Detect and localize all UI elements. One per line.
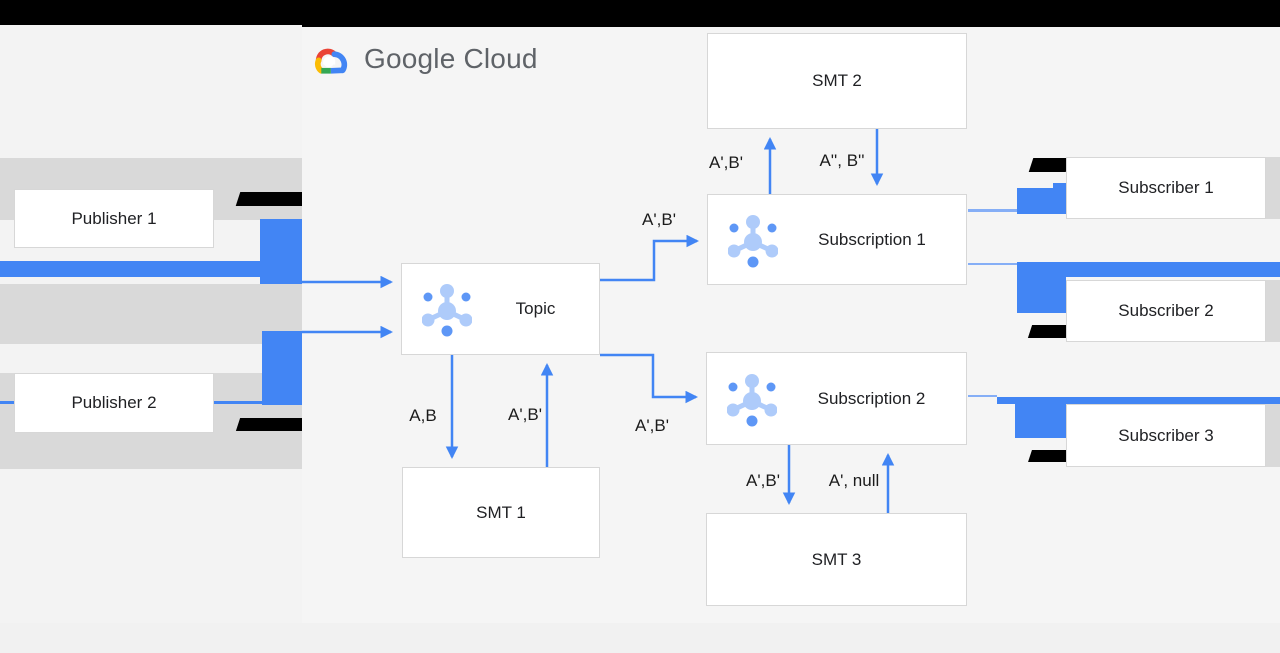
blue-band xyxy=(0,261,260,277)
gray-strip xyxy=(1266,404,1280,467)
blue-line xyxy=(968,263,1017,265)
node-label: Publisher 2 xyxy=(71,393,157,412)
gray-strip xyxy=(1266,157,1280,219)
node-topic: Topic xyxy=(401,263,600,355)
gray-band xyxy=(0,284,302,344)
edge-label-subscription1-smt2: A',B' xyxy=(709,153,743,172)
node-subscriber1: Subscriber 1 xyxy=(1066,157,1266,219)
node-smt1: SMT 1 xyxy=(402,467,600,558)
edge-label-subscription2-smt3: A',B' xyxy=(746,471,780,490)
node-label: Subscription 2 xyxy=(817,388,926,408)
node-subscriber2: Subscriber 2 xyxy=(1066,280,1266,342)
google-cloud-icon xyxy=(315,48,348,74)
node-label: SMT 2 xyxy=(812,71,862,90)
blue-block xyxy=(1015,400,1066,438)
bottom-strip xyxy=(0,623,1280,653)
arrow-topic-to-subscription1 xyxy=(600,234,700,282)
node-label: Subscription 1 xyxy=(818,229,926,249)
pubsub-subscription-icon xyxy=(727,373,777,426)
blue-block xyxy=(1053,183,1066,189)
blue-block xyxy=(260,219,302,284)
node-label: Subscriber 3 xyxy=(1118,425,1214,445)
logo-text: Google Cloud xyxy=(364,43,538,74)
pubsub-topic-icon xyxy=(422,284,472,337)
google-cloud-logo: Google Cloud xyxy=(308,40,538,78)
node-publisher1: Publisher 1 xyxy=(14,189,214,248)
blue-line xyxy=(968,209,1017,212)
node-label: Publisher 1 xyxy=(71,208,157,228)
blue-block xyxy=(1017,188,1066,214)
edge-label-topic-smt1: A,B xyxy=(409,406,437,425)
node-label: Subscriber 2 xyxy=(1118,301,1214,320)
top-black-bar-left xyxy=(0,0,302,25)
blue-block xyxy=(1017,262,1066,313)
node-subscription1: Subscription 1 xyxy=(707,194,967,285)
edge-label-smt1-topic: A',B' xyxy=(508,405,542,424)
node-label: Subscriber 1 xyxy=(1118,178,1214,197)
edge-label-smt3-subscription2: A', null xyxy=(828,471,880,490)
blue-block xyxy=(262,331,302,405)
node-smt2: SMT 2 xyxy=(707,33,967,129)
edge-label-topic-subscription2: A',B' xyxy=(635,416,669,435)
top-black-bar xyxy=(302,0,1280,27)
blue-band xyxy=(997,397,1280,404)
node-publisher2: Publisher 2 xyxy=(14,373,214,433)
node-subscriber3: Subscriber 3 xyxy=(1066,404,1266,467)
node-label: SMT 3 xyxy=(811,549,862,569)
node-subscription2: Subscription 2 xyxy=(706,352,967,445)
arrow-topic-to-subscription2 xyxy=(600,353,699,404)
node-label: Topic xyxy=(515,299,556,318)
edge-label-topic-subscription1: A',B' xyxy=(642,210,676,229)
pubsub-subscription-icon xyxy=(728,214,778,267)
gray-strip xyxy=(1266,280,1280,342)
edge-label-smt2-subscription1: A'', B'' xyxy=(819,151,865,170)
node-label: SMT 1 xyxy=(476,502,526,522)
blue-band xyxy=(1017,262,1280,277)
node-smt3: SMT 3 xyxy=(706,513,967,606)
blue-line xyxy=(968,395,997,397)
